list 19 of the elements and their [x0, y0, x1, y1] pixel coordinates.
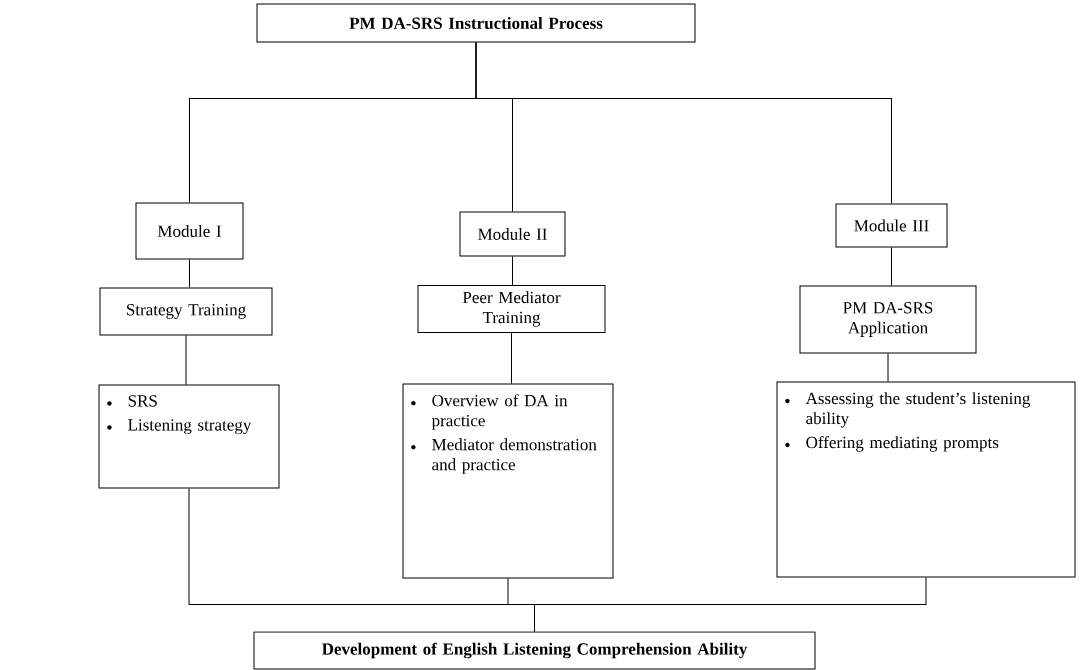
- process-box: Module II: [459, 211, 566, 257]
- connector-line: [891, 247, 892, 286]
- connector-line: [511, 332, 512, 384]
- process-box: Module III: [835, 203, 948, 248]
- bullet-list-box: Overview of DA in practice Mediator demonstration and practice: [402, 383, 614, 579]
- connector-line: [475, 42, 892, 204]
- process-box: Peer Mediator Training: [417, 285, 606, 333]
- title-box: Development of English Listening Comprehension Ability: [253, 631, 816, 670]
- bullet-list-box: Assessing the student’s listening ability Offering mediating prompts: [776, 381, 1076, 578]
- title-box: PM DA-SRS Instructional Process: [256, 3, 696, 43]
- process-box: PM DA-SRS Application: [799, 285, 977, 354]
- connector-line: [887, 353, 889, 382]
- connector-line: [512, 256, 513, 286]
- connector-line: [189, 259, 190, 288]
- connector-line: [185, 335, 187, 385]
- bullet-list-box: SRS Listening strategy: [98, 384, 280, 489]
- process-box: Module I: [135, 202, 244, 260]
- process-box: Strategy Training: [99, 287, 273, 336]
- connector-line: [534, 577, 927, 632]
